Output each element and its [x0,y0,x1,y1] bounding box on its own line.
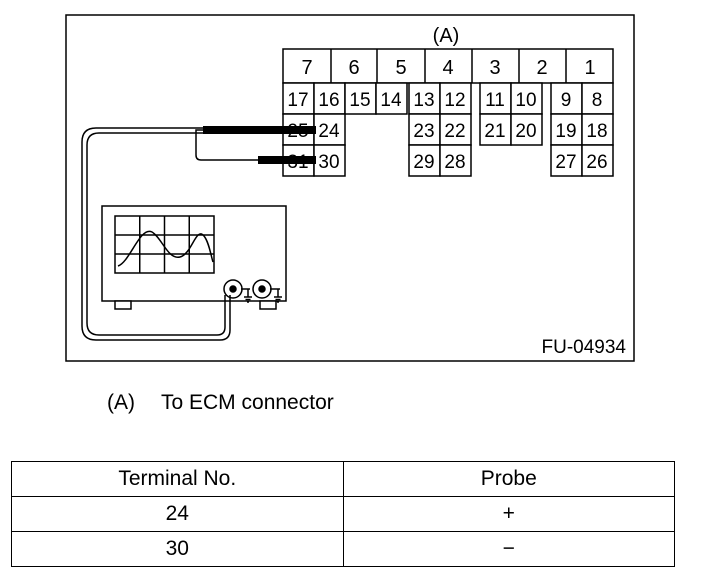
pin-number: 10 [515,90,536,111]
negative-probe-tip [258,156,316,164]
header-number: 4 [442,57,453,79]
header-number: 3 [489,57,500,79]
table-row: 30 − [11,531,675,567]
pin-number: 20 [515,121,536,142]
table-header: Terminal No. [11,461,344,497]
pin-number: 9 [561,90,572,111]
pin-number: 24 [318,121,340,142]
pin-number: 15 [349,90,370,111]
pin-number: 26 [586,152,607,173]
pin-number: 12 [444,90,465,111]
legend-ref: (A) [107,391,135,414]
pin-number: 18 [586,121,607,142]
pin-number: 8 [592,90,603,111]
oscilloscope-screen [114,215,215,274]
wiring-diagram: (A) 7 6 5 4 3 2 1 17 16 [65,14,635,362]
connector-label: (A) [433,25,460,47]
table-cell: 30 [11,531,344,567]
figure-legend: (A) To ECM connector [107,391,334,415]
pin-number: 22 [444,121,465,142]
header-number: 6 [348,57,359,79]
table-header: Probe [342,461,675,497]
pin-number: 30 [318,152,339,173]
figure-code: FU-04934 [542,337,627,358]
pin-number: 11 [485,90,505,111]
connector-header-dividers [330,49,567,83]
pin-number: 21 [484,121,505,142]
connector-pin-cells [282,82,614,177]
table-cell: + [342,496,675,532]
header-number: 5 [395,57,406,79]
waveform-trace [117,230,214,267]
header-number: 2 [536,57,547,79]
table-row: 24 + [11,496,675,532]
pin-number: 27 [555,152,576,173]
header-number: 1 [584,57,595,79]
header-number: 7 [301,57,312,79]
positive-probe-tip [203,126,316,134]
pin-number: 14 [380,90,402,111]
second-input-jack [252,279,282,303]
pin-number: 23 [413,121,434,142]
connector-header-row [282,48,614,84]
pin-number: 17 [287,90,308,111]
probe-input-jack [223,279,252,303]
pin-number: 29 [413,152,434,173]
oscilloscope-foot-right [259,300,277,310]
table-header-row: Terminal No. Probe [11,461,675,497]
pin-number: 13 [413,90,434,111]
pin-number: 19 [555,121,576,142]
probe-cable [81,127,258,341]
connector-header-numbers: 7 6 5 4 3 2 1 [301,57,595,79]
oscilloscope-foot-left [114,300,132,310]
pin-number: 16 [318,90,339,111]
table-cell: − [342,531,675,567]
terminal-table: Terminal No. Probe 24 + 30 − [11,461,675,567]
legend-text: To ECM connector [161,391,334,414]
table-cell: 24 [11,496,344,532]
pin-number: 28 [444,152,465,173]
